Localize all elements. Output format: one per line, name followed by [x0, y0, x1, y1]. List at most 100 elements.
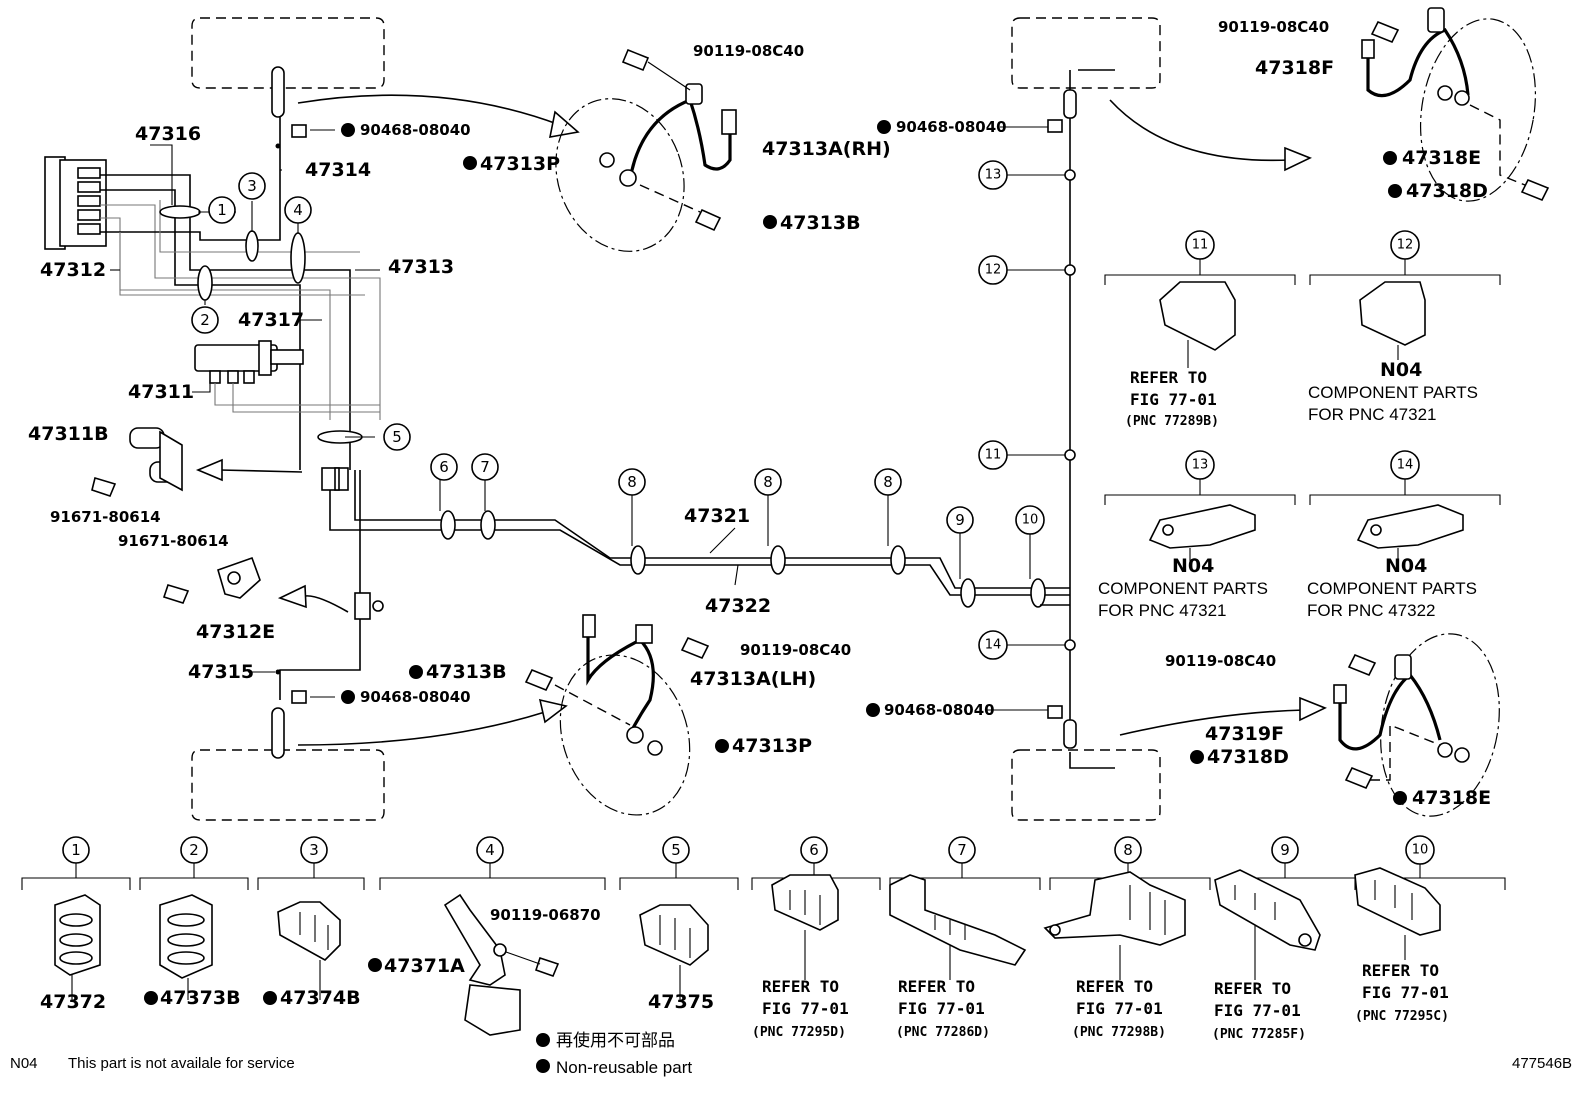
clip-13-reference: N04 COMPONENT PARTS FOR PNC 47321	[1098, 555, 1268, 620]
legend-jp: 再使用不可部品	[556, 1030, 675, 1050]
clip-8-line2: FIG 77-01	[1076, 999, 1163, 1018]
clip-13-detail	[1148, 504, 1256, 562]
front-left-area-box	[191, 17, 385, 89]
label-47319F: 47319F	[1205, 723, 1284, 745]
callout-14-line: 14	[978, 630, 1008, 660]
label-47318E-bot: 47318E	[1412, 787, 1491, 809]
label-47318E-top: 47318E	[1402, 147, 1481, 169]
clip-11-line1: REFER TO	[1130, 368, 1207, 387]
label-47371A: 47371A	[384, 955, 465, 977]
front-left-tube-end	[271, 66, 307, 149]
label-47313P-lh: 47313P	[732, 735, 812, 757]
label-91671-b: 91671-80614	[118, 532, 229, 550]
label-47312E: 47312E	[196, 621, 275, 643]
rear-brake-line	[1040, 69, 1115, 769]
clip-6-line1: REFER TO	[762, 977, 839, 996]
clip-14-code: N04	[1385, 555, 1427, 577]
label-47372: 47372	[40, 991, 106, 1013]
clip-14-reference: N04 COMPONENT PARTS FOR PNC 47322	[1307, 555, 1477, 620]
clip-13-line2: FOR PNC 47321	[1098, 601, 1227, 620]
callout-9-text: 9	[955, 511, 965, 529]
clip-7-line3: (PNC 77286D)	[896, 1025, 990, 1040]
key-3: 3	[300, 836, 328, 864]
label-90468-b: 90468-08040	[360, 688, 471, 706]
label-47318D-bot: 47318D	[1207, 746, 1289, 768]
callout-2-text: 2	[200, 311, 210, 329]
clip-9-reference: REFER TO FIG 77-01 (PNC 77285F)	[1212, 979, 1306, 1042]
clip-7-reference: REFER TO FIG 77-01 (PNC 77286D)	[896, 977, 990, 1040]
clip-6-line2: FIG 77-01	[762, 999, 849, 1018]
legend-en: Non-reusable part	[556, 1058, 692, 1077]
callout-3-text: 3	[247, 177, 257, 195]
callout-6: 6	[430, 453, 458, 481]
brake-actuator-block	[44, 156, 107, 250]
front-right-tube-end	[271, 669, 307, 759]
label-47317: 47317	[238, 309, 304, 331]
note-text: This part is not availale for service	[68, 1055, 295, 1072]
key-4: 4	[476, 836, 504, 864]
key-12: 12	[1390, 230, 1420, 260]
clip-10-drawing	[1354, 867, 1441, 960]
callout-9: 9	[946, 506, 974, 534]
rear-right-area-box	[1011, 17, 1161, 89]
clip-7-drawing	[889, 874, 1027, 980]
clip-6-drawing	[771, 874, 839, 980]
callout-10-text: 10	[1022, 513, 1039, 528]
clip-12-line2: FOR PNC 47321	[1308, 405, 1437, 424]
clip-11-reference: REFER TO FIG 77-01 (PNC 77289B)	[1125, 368, 1219, 429]
key-2-text: 2	[189, 841, 199, 859]
label-91671-a: 91671-80614	[50, 508, 161, 526]
label-90119-rr-bot: 90119-08C40	[1165, 652, 1276, 670]
clip-7-line2: FIG 77-01	[898, 999, 985, 1018]
clip-11-line3: (PNC 77289B)	[1125, 414, 1219, 429]
label-90119-rh: 90119-08C40	[693, 42, 804, 60]
callout-12-line-text: 12	[985, 263, 1002, 278]
label-47313P-rh: 47313P	[480, 153, 560, 175]
leader-lines	[110, 126, 1065, 711]
clip-9-line1: REFER TO	[1214, 979, 1291, 998]
callout-8a-text: 8	[627, 473, 637, 491]
clip-2-drawing	[159, 894, 213, 1000]
callout-8b-text: 8	[763, 473, 773, 491]
clip-12-reference: N04 COMPONENT PARTS FOR PNC 47321	[1308, 359, 1478, 424]
callout-4: 4	[284, 196, 312, 224]
front-lh-hose-detail	[524, 614, 710, 816]
clip-9-line3: (PNC 77285F)	[1212, 1027, 1306, 1042]
label-47373B: 47373B	[160, 987, 241, 1009]
callout-4-text: 4	[293, 201, 303, 219]
callout-3: 3	[238, 172, 266, 200]
direction-arrows	[195, 94, 1327, 746]
clip-5-drawing	[639, 904, 709, 1000]
clip-4-drawing	[443, 893, 560, 1036]
clip-6-reference: REFER TO FIG 77-01 (PNC 77295D)	[752, 977, 849, 1040]
clip-8-reference: REFER TO FIG 77-01 (PNC 77298B)	[1072, 977, 1166, 1040]
line-clamps-front	[159, 205, 1046, 608]
callout-11-line: 11	[978, 440, 1008, 470]
clip-7-line1: REFER TO	[898, 977, 975, 996]
rear-left-area-box	[1011, 749, 1161, 821]
key-9: 9	[1271, 836, 1299, 864]
clip-10-line2: FIG 77-01	[1362, 983, 1449, 1002]
label-47313A-lh: 47313A(LH)	[690, 668, 816, 690]
clip-14-detail	[1356, 504, 1464, 562]
callout-1-text: 1	[217, 201, 227, 219]
clip-references-bottom: REFER TO FIG 77-01 (PNC 77295D) REFER TO…	[752, 961, 1449, 1042]
label-47316: 47316	[135, 123, 201, 145]
callout-11-line-text: 11	[985, 448, 1002, 463]
label-47375: 47375	[648, 991, 714, 1013]
key-5: 5	[662, 836, 690, 864]
key-4-text: 4	[485, 841, 495, 859]
label-47311B: 47311B	[28, 423, 109, 445]
clip-10-reference: REFER TO FIG 77-01 (PNC 77295C)	[1355, 961, 1449, 1024]
clip-6-line3: (PNC 77295D)	[752, 1025, 846, 1040]
callout-8b: 8	[754, 468, 782, 496]
label-47315: 47315	[188, 661, 254, 683]
key-7-text: 7	[957, 841, 967, 859]
label-47374B: 47374B	[280, 987, 361, 1009]
clip-8-line1: REFER TO	[1076, 977, 1153, 996]
callout-7-text: 7	[480, 458, 490, 476]
key-3-text: 3	[309, 841, 319, 859]
callout-13-line-text: 13	[985, 168, 1002, 183]
callout-5-text: 5	[392, 428, 402, 446]
